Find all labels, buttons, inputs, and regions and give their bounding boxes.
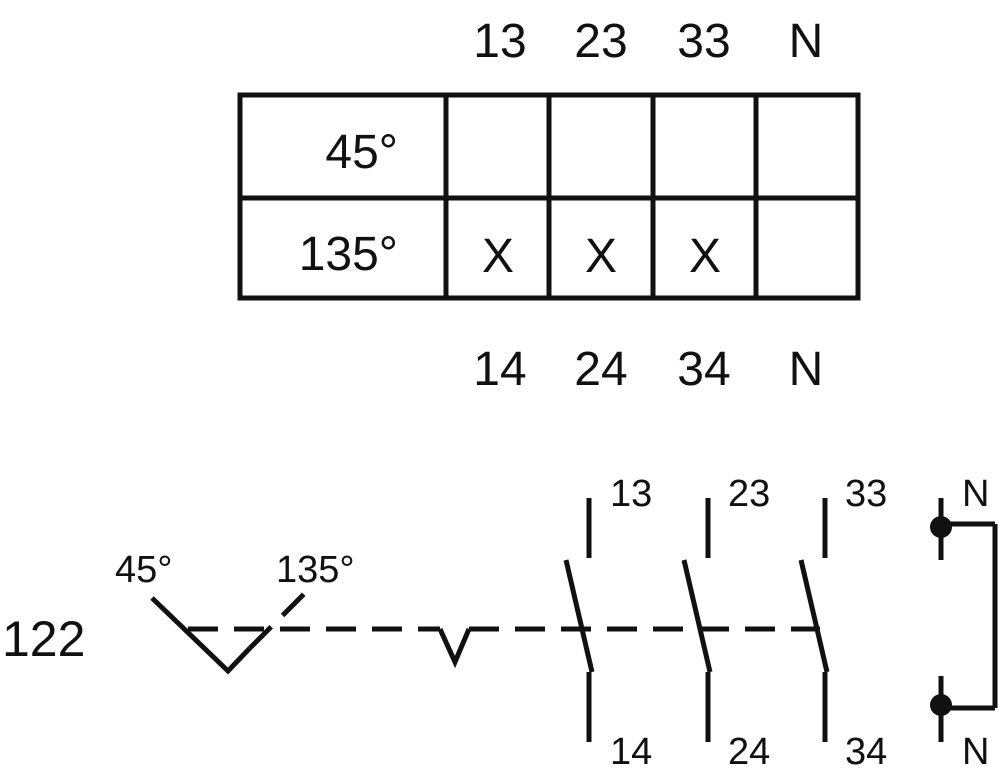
bottom-terminal-label: 14 bbox=[473, 343, 526, 396]
contact-33-34: 33 34 bbox=[798, 473, 887, 773]
contact-bottom-terminal: 34 bbox=[845, 731, 887, 773]
position-label: 135° bbox=[276, 549, 355, 591]
top-terminal-label: 13 bbox=[473, 15, 526, 68]
contact-13-14: 13 14 bbox=[563, 473, 652, 773]
contact-bottom-terminal: 24 bbox=[728, 731, 770, 773]
actuator-dashed-diagonal bbox=[248, 591, 307, 650]
contact-top-terminal: 23 bbox=[728, 473, 770, 515]
row-angle-label: 45° bbox=[325, 126, 398, 179]
contact-blade bbox=[681, 559, 713, 673]
row-angle-label: 135° bbox=[299, 228, 398, 281]
actuator-cam-symbol bbox=[150, 596, 252, 675]
neutral-top-label: N bbox=[962, 473, 989, 515]
table-cell: X bbox=[482, 230, 514, 283]
switch-number-label: 122 bbox=[2, 611, 85, 667]
schematic: 122 45° 135° 13 14 23 24 bbox=[2, 473, 998, 773]
top-terminal-label: N bbox=[789, 15, 824, 68]
detent-symbol bbox=[437, 627, 472, 669]
contact-blade bbox=[798, 559, 830, 673]
contact-bottom-terminal: 14 bbox=[610, 731, 652, 773]
contact-top-terminal: 33 bbox=[845, 473, 887, 515]
contact-blade bbox=[563, 559, 595, 673]
neutral-link: N N bbox=[930, 473, 998, 773]
top-terminal-label: 33 bbox=[677, 15, 730, 68]
neutral-terminal-dot bbox=[930, 516, 952, 538]
table-cell: X bbox=[689, 230, 721, 283]
position-label: 45° bbox=[115, 549, 172, 591]
bottom-terminal-label: 34 bbox=[677, 343, 730, 396]
contact-23-24: 23 24 bbox=[681, 473, 770, 773]
bottom-terminal-label: N bbox=[789, 343, 824, 396]
top-terminal-label: 23 bbox=[574, 15, 627, 68]
table-cell: X bbox=[585, 230, 617, 283]
bottom-terminal-label: 24 bbox=[574, 343, 627, 396]
neutral-terminal-dot bbox=[930, 694, 952, 716]
contact-top-terminal: 13 bbox=[610, 473, 652, 515]
neutral-bottom-label: N bbox=[962, 731, 989, 773]
switching-table: 13 23 33 N 45° 135° X X X 14 24 34 N bbox=[237, 15, 861, 396]
